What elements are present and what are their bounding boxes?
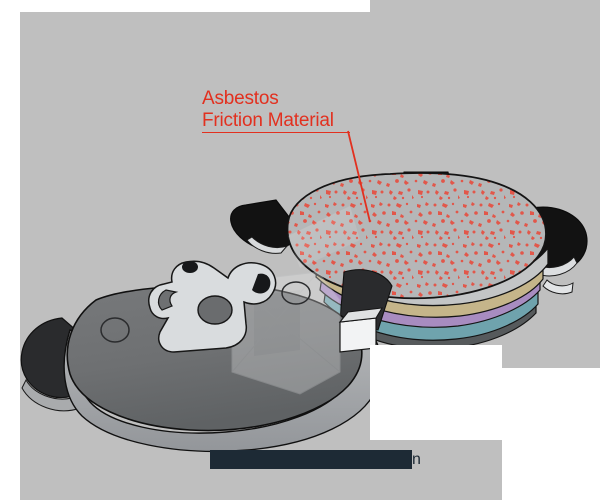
shim-notch-right xyxy=(252,273,271,294)
shim-notch-left xyxy=(182,261,198,273)
caption-visible-fragment: n xyxy=(412,451,421,468)
caption-redaction-bar xyxy=(210,450,412,469)
page-whitespace-cutouts xyxy=(0,345,600,500)
shim-hole xyxy=(197,295,233,325)
backing-plate-hole-left xyxy=(100,317,130,343)
anti-rattle-shim xyxy=(148,260,277,353)
callout-label-line2: Friction Material xyxy=(202,110,350,133)
friction-material-surface xyxy=(286,172,547,300)
upper-pad-left-tab xyxy=(230,199,297,254)
figure-caption: n xyxy=(210,450,421,469)
callout-leader-line xyxy=(347,130,371,223)
lower-brake-pad xyxy=(20,260,393,453)
callout-label: Asbestos Friction Material xyxy=(202,88,350,133)
backing-plate-hole-right xyxy=(281,281,311,305)
callout-label-line1: Asbestos xyxy=(202,88,279,109)
